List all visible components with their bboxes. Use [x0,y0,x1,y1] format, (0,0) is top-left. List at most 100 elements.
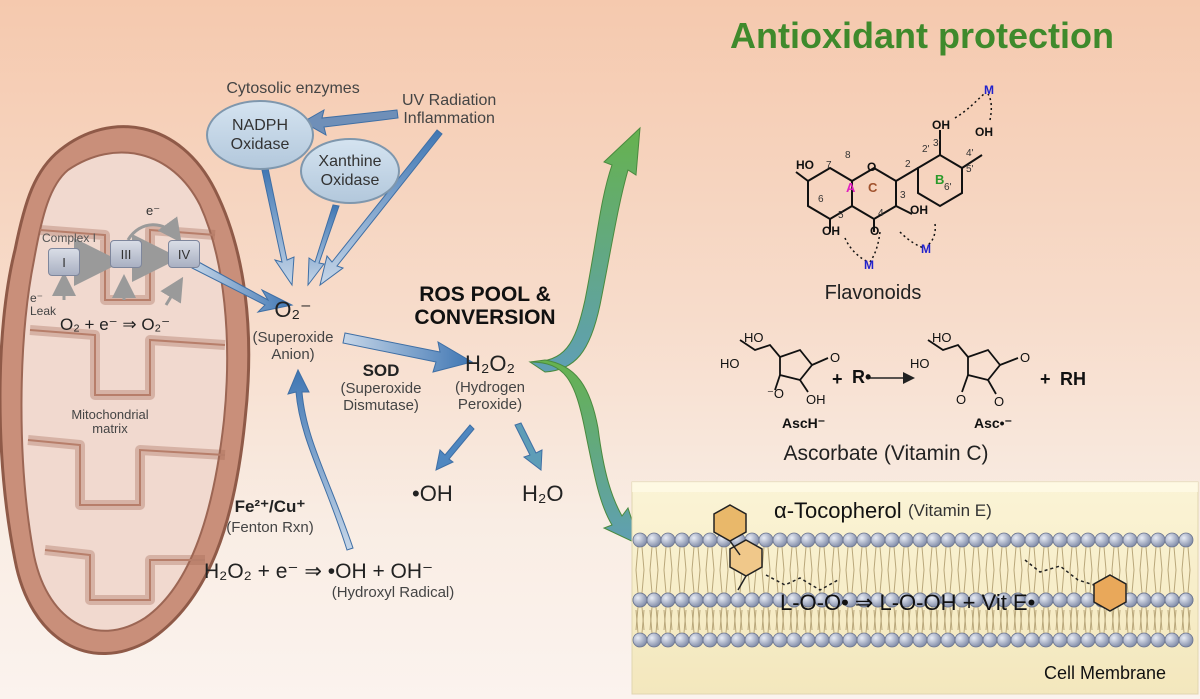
lipid-tail [999,609,1009,634]
lipid-tail [1139,569,1149,594]
lipid-tail [1083,569,1093,594]
lipid-head [940,632,956,648]
lipid-tail [971,569,981,594]
lipid-head [1066,592,1082,608]
pos-3: 3 [900,190,906,201]
lipid-tail [873,569,883,594]
lipid-tail [775,609,785,634]
pos-6p: 6' [944,182,952,193]
lipid-head [786,532,802,548]
lipid-tail [845,609,855,634]
asc-o-carbonyl: O [830,350,841,365]
ros-pool-heading: ROS POOL &CONVERSION [414,283,555,329]
lipid-head [828,632,844,648]
asc-radical-label: Asc•⁻ [974,415,1012,431]
nadph-line1: NADPH [231,116,288,134]
asc2-o-right: O [994,394,1005,409]
lipid-head [1164,592,1180,608]
lipid-tail [1055,546,1065,571]
lipid-tail [943,546,953,571]
pos-8: 8 [845,150,851,161]
lipid-tail [1167,569,1177,594]
lipid-tail [1125,609,1135,634]
xanthine-line1: Xanthine [318,152,382,170]
lipid-head [1178,632,1194,648]
lipid-tail [873,546,883,571]
lipid-head [954,532,970,548]
lipid-tail [943,609,953,634]
conversion-arrows [287,332,543,551]
pos-2: 2 [905,159,911,170]
lipid-head [674,632,690,648]
lipid-tail [1041,546,1051,571]
mito-reaction: O₂ + e⁻ ⇒ O₂⁻ [60,315,171,334]
lipid-tail [1125,546,1135,571]
lipid-tail [789,546,799,571]
ring-b-label: B [935,172,945,187]
lipid-head [688,532,704,548]
complex-iii: III [110,240,142,268]
lipid-tail [761,609,771,634]
lipid-head [800,532,816,548]
lipid-head [1122,632,1138,648]
lipid-head [702,592,718,608]
pos-6: 6 [818,194,824,205]
lipid-head [940,532,956,548]
lipid-tail [957,609,967,634]
lipid-tail [1041,609,1051,634]
lipid-tail [845,546,855,571]
lipid-tail [845,569,855,594]
lipid-tail [915,546,925,571]
lipid-head [646,632,662,648]
page-title: Antioxidant protection [730,15,1114,56]
lipid-tail [887,609,897,634]
superoxide-sources-arrows [191,108,443,313]
lipid-head [982,532,998,548]
lipid-tail [999,569,1009,594]
lipid-head [1038,532,1054,548]
lipid-head [758,632,774,648]
water-product: H₂O [522,481,564,506]
lipid-head [1122,532,1138,548]
lipid-head [786,632,802,648]
lipid-head [1150,592,1166,608]
lipid-head [1094,532,1110,548]
lipid-tail [1069,546,1079,571]
lipid-tail [915,609,925,634]
lipid-tail [1181,609,1191,634]
lipid-head [1066,632,1082,648]
lipid-tail [719,546,729,571]
lipid-tail [999,546,1009,571]
h2o2-formula: H₂O₂ [464,351,516,376]
lipid-tail [901,546,911,571]
fenton-reaction: H₂O₂ + e⁻ ⇒ •OH + OH⁻ [204,560,434,583]
lipid-head [800,632,816,648]
lipid-head [660,632,676,648]
lipid-tail [1027,569,1037,594]
lipid-tail [705,609,715,634]
pos-5: 5 [838,210,844,221]
hydroxyl-product: •OH [412,481,453,506]
lipid-tail [817,546,827,571]
lipid-tail [1111,609,1121,634]
lipid-tail [663,609,673,634]
lipid-tail [663,569,673,594]
rh-product: RH [1060,369,1086,389]
lipid-head [968,532,984,548]
vitamin-e-label: (Vitamin E) [908,501,992,520]
lipid-tail [985,609,995,634]
lipid-tail [887,546,897,571]
lipid-head [1094,632,1110,648]
lipid-head [926,632,942,648]
lipid-tail [803,609,813,634]
lipid-tail [635,569,645,594]
lipid-head [1164,632,1180,648]
lipid-head [898,632,914,648]
lipid-head [772,532,788,548]
lipid-head [1010,532,1026,548]
lipid-head [716,592,732,608]
lipid-tail [859,569,869,594]
lipid-tail [1111,546,1121,571]
lipid-head [912,532,928,548]
